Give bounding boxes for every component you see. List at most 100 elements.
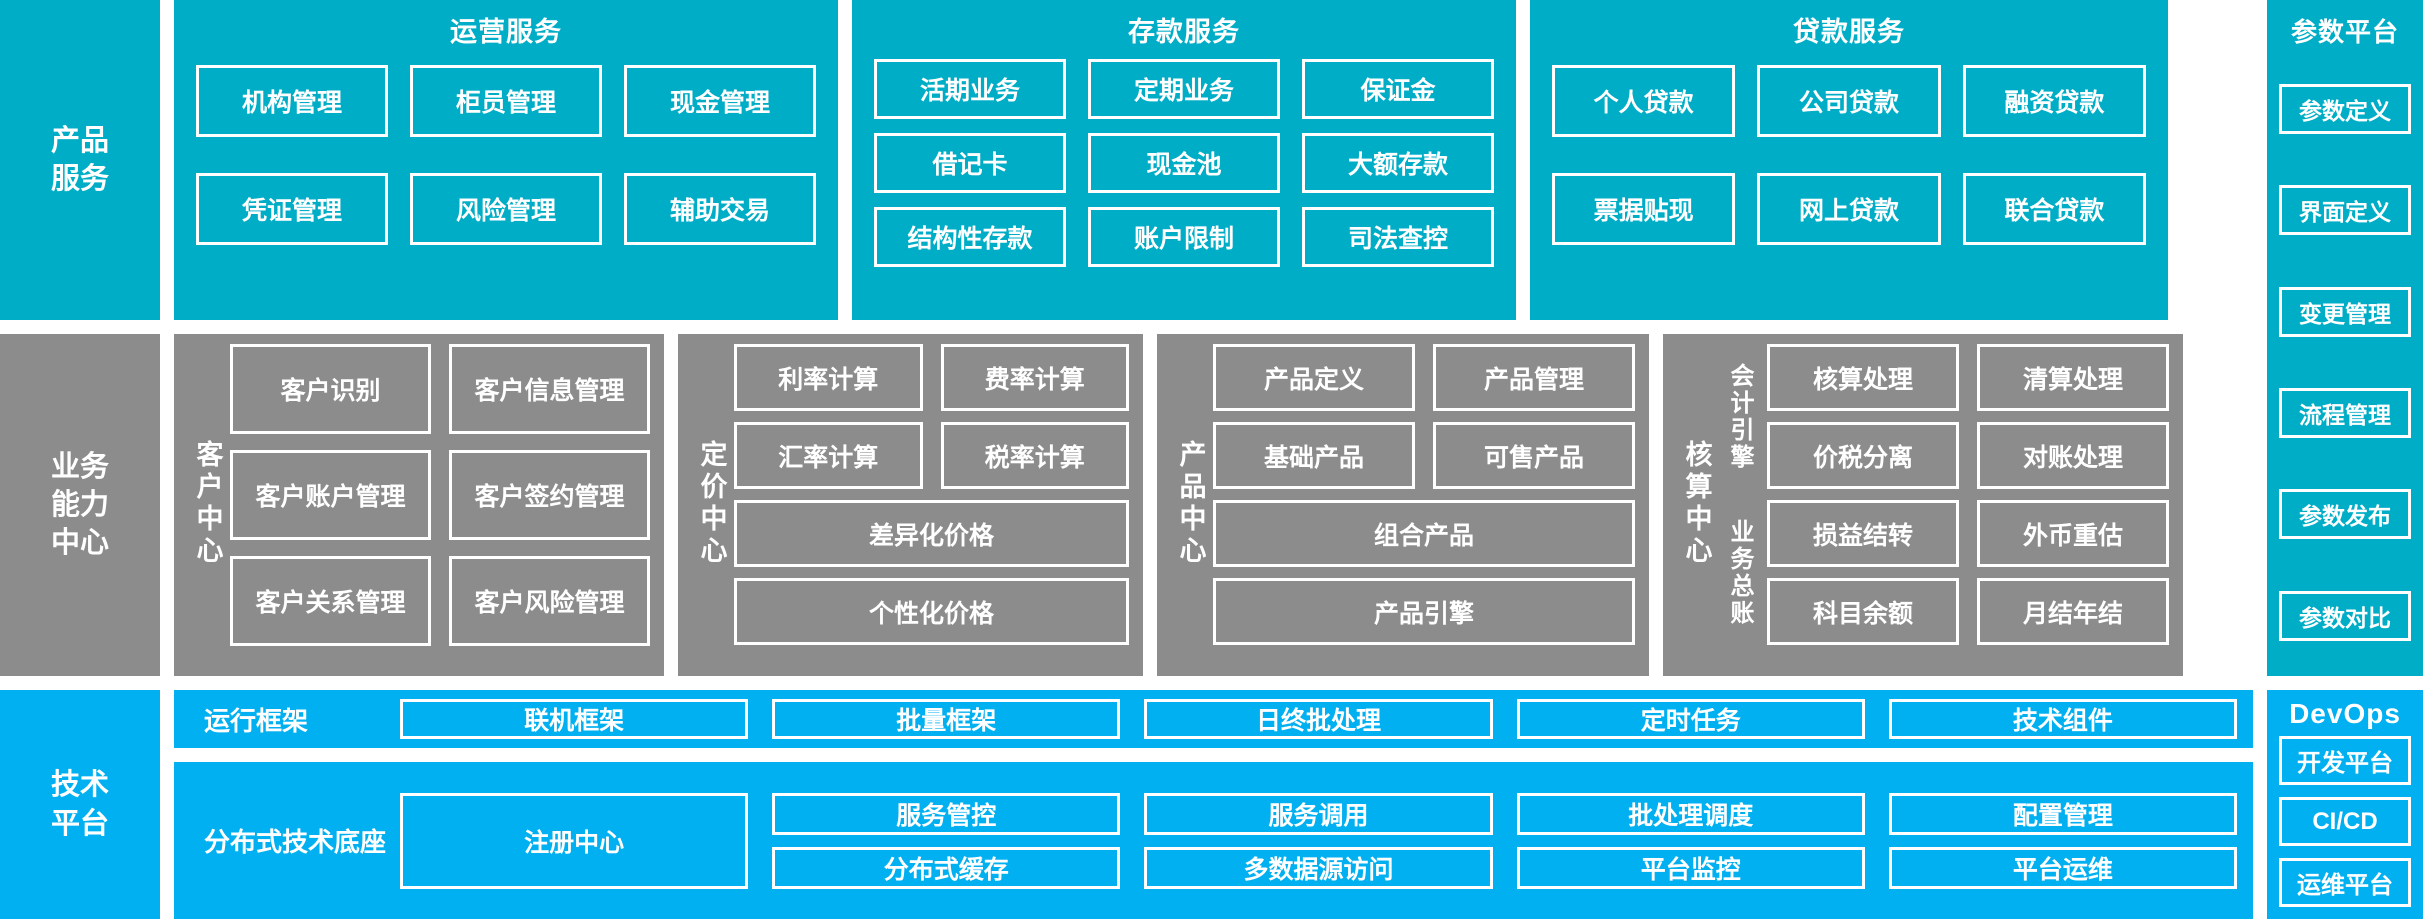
service-item[interactable]: 司法查控 [1302, 207, 1494, 267]
capability-item[interactable]: 基础产品 [1213, 422, 1415, 489]
business-capability-band: 业务 能力 中心 客户中心 客户识别 客户信息管理 客户账户管理 客户签约管理 … [0, 334, 2423, 676]
tech-item[interactable]: 分布式缓存 [772, 846, 1121, 889]
capability-item[interactable]: 客户签约管理 [449, 450, 650, 540]
capability-item[interactable]: 月结年结 [1977, 578, 2169, 645]
service-item[interactable]: 活期业务 [874, 59, 1066, 119]
capability-item[interactable]: 可售产品 [1433, 422, 1635, 489]
deposit-item-grid: 活期业务 定期业务 保证金 借记卡 现金池 大额存款 结构性存款 账户限制 司法… [852, 59, 1516, 283]
service-item[interactable]: 结构性存款 [874, 207, 1066, 267]
tech-item[interactable]: 注册中心 [400, 792, 749, 889]
loan-item-grid: 个人贷款 公司贷款 融资贷款 票据贴现 网上贷款 联合贷款 [1530, 59, 2168, 261]
capability-item[interactable]: 外币重估 [1977, 500, 2169, 567]
devops-item[interactable]: CI/CD [2279, 797, 2411, 846]
capability-item[interactable]: 客户关系管理 [230, 556, 431, 646]
center-row: 基础产品 可售产品 [1213, 422, 1635, 489]
service-item[interactable]: 票据贴现 [1552, 173, 1736, 245]
tech-item[interactable]: 服务管控 [772, 792, 1121, 835]
spacer [2253, 690, 2267, 919]
capability-item[interactable]: 产品定义 [1213, 344, 1415, 411]
tech-item[interactable]: 联机框架 [400, 699, 749, 739]
capability-item[interactable]: 对账处理 [1977, 422, 2169, 489]
center-row: 核算处理 清算处理 [1767, 344, 2169, 411]
capability-item[interactable]: 客户识别 [230, 344, 431, 434]
service-item[interactable]: 公司贷款 [1757, 65, 1941, 137]
pricing-center-body: 利率计算 费率计算 汇率计算 税率计算 差异化价格 个性化价格 [734, 344, 1129, 664]
service-item[interactable]: 融资贷款 [1962, 65, 2146, 137]
band-label-product-service: 产品 服务 [0, 0, 160, 320]
capability-item[interactable]: 费率计算 [940, 344, 1129, 411]
center-row: 产品定义 产品管理 [1213, 344, 1635, 411]
service-item[interactable]: 凭证管理 [196, 173, 388, 245]
tech-item[interactable]: 配置管理 [1888, 792, 2238, 835]
tech-item[interactable]: 平台监控 [1516, 846, 1865, 889]
tech-item[interactable]: 服务调用 [1144, 792, 1493, 835]
tech-row-runtime-framework: 运行框架 联机框架 批量框架 日终批处理 定时任务 技术组件 [174, 690, 2253, 748]
panel-pricing-center: 定价中心 利率计算 费率计算 汇率计算 税率计算 差异化价格 个性化价格 [678, 334, 1143, 676]
service-item[interactable]: 账户限制 [1088, 207, 1280, 267]
param-item[interactable]: 参数对比 [2279, 590, 2411, 641]
spacer [1649, 334, 1663, 676]
capability-item[interactable]: 个性化价格 [734, 578, 1129, 645]
service-item[interactable]: 网上贷款 [1757, 173, 1941, 245]
service-item[interactable]: 现金池 [1088, 133, 1280, 193]
capability-item[interactable]: 客户风险管理 [449, 556, 650, 646]
tech-platform-band: 技术 平台 运行框架 联机框架 批量框架 日终批处理 定时任务 技术组件 分布式… [0, 690, 2423, 919]
center-row: 损益结转 外币重估 [1767, 500, 2169, 567]
param-item[interactable]: 参数发布 [2279, 489, 2411, 540]
param-item[interactable]: 界面定义 [2279, 185, 2411, 236]
tech-row-distributed-base: 分布式技术底座 注册中心 服务管控 分布式缓存 服务调用 多数据源访问 批处理调… [174, 762, 2253, 919]
param-item[interactable]: 参数定义 [2279, 84, 2411, 135]
service-item[interactable]: 柜员管理 [410, 65, 602, 137]
capability-item[interactable]: 清算处理 [1977, 344, 2169, 411]
service-item[interactable]: 定期业务 [1088, 59, 1280, 119]
tech-item[interactable]: 多数据源访问 [1144, 846, 1493, 889]
capability-item[interactable]: 核算处理 [1767, 344, 1959, 411]
tech-item[interactable]: 日终批处理 [1144, 699, 1493, 739]
devops-item[interactable]: 运维平台 [2279, 858, 2411, 907]
subgroup-body: 核算处理 清算处理 价税分离 对账处理 [1767, 344, 2169, 489]
capability-item[interactable]: 价税分离 [1767, 422, 1959, 489]
tech-column: 批处理调度 平台监控 [1516, 792, 1865, 889]
capability-item[interactable]: 科目余额 [1767, 578, 1959, 645]
accounting-subgroup-ledger: 业务总账 损益结转 外币重估 科目余额 月结年结 [1719, 500, 2169, 645]
tech-row-label-distributed-base: 分布式技术底座 [204, 827, 387, 857]
param-item[interactable]: 流程管理 [2279, 388, 2411, 439]
capability-item[interactable]: 客户账户管理 [230, 450, 431, 540]
center-row: 差异化价格 [734, 500, 1129, 567]
service-item[interactable]: 联合贷款 [1962, 173, 2146, 245]
service-item[interactable]: 借记卡 [874, 133, 1066, 193]
business-capability-label-text: 业务 能力 中心 [50, 450, 109, 560]
capability-item[interactable]: 产品管理 [1433, 344, 1635, 411]
service-item[interactable]: 辅助交易 [624, 173, 816, 245]
runtime-cells: 联机框架 批量框架 日终批处理 定时任务 技术组件 [400, 699, 2238, 739]
service-item[interactable]: 保证金 [1302, 59, 1494, 119]
service-item[interactable]: 个人贷款 [1552, 65, 1736, 137]
service-item[interactable]: 大额存款 [1302, 133, 1494, 193]
param-item[interactable]: 变更管理 [2279, 286, 2411, 337]
capability-item[interactable]: 产品引擎 [1213, 578, 1635, 645]
tech-item[interactable]: 平台运维 [1888, 846, 2238, 889]
tech-item[interactable]: 批处理调度 [1516, 792, 1865, 835]
center-row: 产品引擎 [1213, 578, 1635, 645]
tech-item[interactable]: 技术组件 [1888, 699, 2238, 739]
spacer [664, 334, 678, 676]
capability-item[interactable]: 利率计算 [734, 344, 923, 411]
customer-center-body: 客户识别 客户信息管理 客户账户管理 客户签约管理 客户关系管理 客户风险管理 [230, 344, 650, 664]
capability-item[interactable]: 差异化价格 [734, 500, 1129, 567]
capability-item[interactable]: 汇率计算 [734, 422, 923, 489]
tech-item[interactable]: 定时任务 [1516, 699, 1865, 739]
capability-item[interactable]: 税率计算 [940, 422, 1129, 489]
spacer [2183, 334, 2197, 676]
devops-item[interactable]: 开发平台 [2279, 736, 2411, 785]
capability-item[interactable]: 组合产品 [1213, 500, 1635, 567]
capability-item[interactable]: 客户信息管理 [449, 344, 650, 434]
capability-item[interactable]: 损益结转 [1767, 500, 1959, 567]
spacer [160, 690, 174, 919]
center-label-pricing: 定价中心 [696, 440, 727, 568]
tech-column: 服务调用 多数据源访问 [1144, 792, 1493, 889]
tech-item[interactable]: 批量框架 [772, 699, 1121, 739]
service-item[interactable]: 机构管理 [196, 65, 388, 137]
spacer [0, 320, 2423, 334]
service-item[interactable]: 风险管理 [410, 173, 602, 245]
service-item[interactable]: 现金管理 [624, 65, 816, 137]
